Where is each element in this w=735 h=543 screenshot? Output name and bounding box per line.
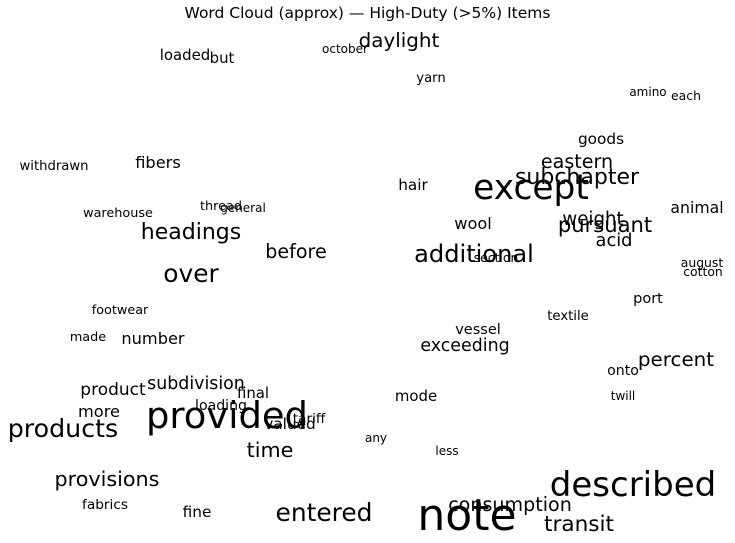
word-mode: mode [395, 387, 437, 405]
word-subdivision: subdivision [147, 374, 245, 394]
word-wool: wool [454, 214, 492, 233]
word-percent: percent [638, 348, 714, 371]
word-provisions: provisions [55, 467, 160, 491]
word-animal: animal [670, 198, 723, 217]
word-any: any [365, 431, 387, 445]
word-fine: fine [183, 503, 212, 521]
word-loading: loading [195, 398, 247, 414]
word-entered: entered [276, 498, 373, 527]
word-final: final [237, 384, 269, 402]
word-weight: weight [562, 209, 623, 230]
word-thread: thread [200, 199, 242, 214]
word-cotton: cotton [683, 264, 723, 279]
word-hair: hair [398, 176, 428, 194]
word-general: general [220, 201, 266, 215]
word-port: port [633, 291, 663, 307]
word-fibers: fibers [135, 153, 181, 172]
word-before: before [265, 240, 326, 263]
word-pursuant: pursuant [558, 212, 652, 237]
word-described: described [550, 465, 716, 505]
word-note: note [417, 490, 516, 541]
word-subchapter: subchapter [515, 165, 640, 190]
word-textile: textile [547, 309, 588, 324]
word-august: august [681, 255, 724, 270]
word-eastern: eastern [541, 150, 613, 173]
word-goods: goods [578, 130, 624, 148]
word-headings: headings [141, 220, 241, 245]
word-daylight: daylight [359, 29, 440, 52]
word-yarn: yarn [416, 71, 445, 86]
word-tariff: tariff [293, 411, 326, 427]
word-warehouse: warehouse [83, 206, 153, 221]
word-vessel: vessel [455, 322, 501, 338]
word-onto: onto [607, 363, 639, 379]
word-more: more [78, 402, 120, 421]
word-except: except [473, 168, 589, 208]
word-fabrics: fabrics [82, 497, 128, 513]
word-twill: twill [611, 389, 636, 403]
word-withdrawn: withdrawn [20, 159, 89, 174]
word-provided: provided [146, 394, 308, 437]
chart-title: Word Cloud (approx) — High-Duty (>5%) It… [184, 4, 551, 22]
word-consumption: consumption [448, 493, 572, 516]
word-made: made [70, 330, 106, 345]
word-acid: acid [596, 230, 633, 251]
word-exceeding: exceeding [420, 336, 509, 356]
word-amino: amino [629, 85, 666, 99]
word-number: number [121, 329, 185, 348]
word-loaded: loaded [160, 46, 210, 64]
word-product: product [80, 380, 146, 400]
word-valued: valued [264, 415, 316, 433]
word-time: time [247, 438, 294, 462]
word-october: october [322, 42, 368, 56]
word-section: section [474, 250, 519, 265]
word-transit: transit [544, 512, 614, 537]
word-over: over [163, 259, 219, 288]
word-less: less [435, 444, 458, 458]
word-footwear: footwear [92, 303, 149, 318]
word-products: products [8, 414, 118, 443]
word-but: but [210, 49, 235, 67]
word-each: each [671, 88, 701, 103]
word-additional: additional [414, 240, 534, 268]
